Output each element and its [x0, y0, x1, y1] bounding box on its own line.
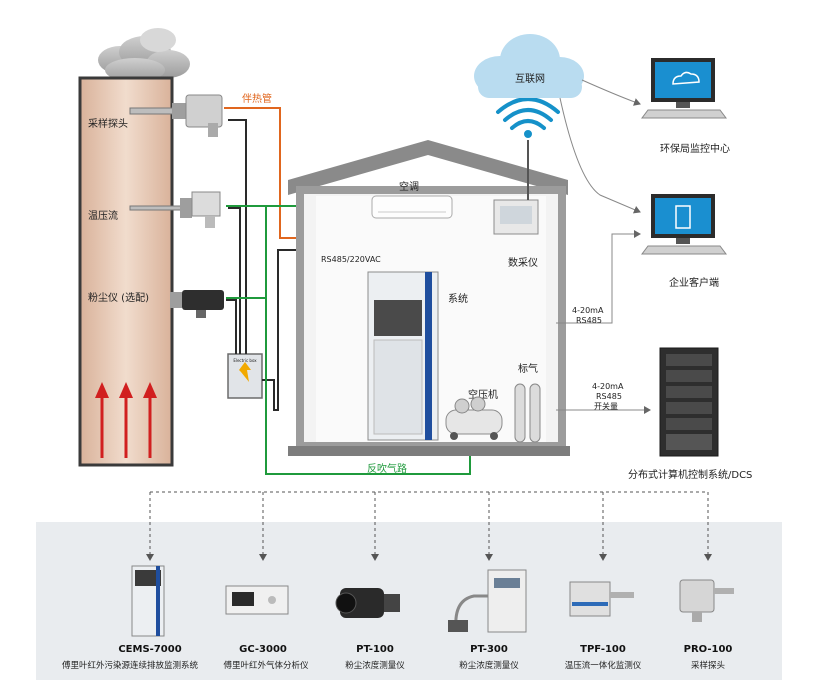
cems-cabinet [367, 271, 439, 441]
internet-label: 互联网 [515, 73, 545, 85]
dust-meter-device [170, 290, 224, 318]
daq-device [493, 140, 539, 235]
product-desc: 采样探头 [691, 660, 726, 671]
product-desc: 粉尘浓度测量仪 [459, 660, 519, 671]
product-labels: CEMS-7000 傅里叶红外污染源连续排放监测系统 GC-3000 傅里叶红外… [62, 644, 732, 671]
temp-pressure-flow-label: 温压流 [88, 209, 118, 222]
link1-line-a: 4-20mA [572, 306, 604, 315]
electric-box: Electric box [227, 353, 263, 399]
std-gas-label: 标气 [518, 362, 538, 375]
link2-line-a: 4-20mA [592, 382, 624, 391]
link1-line-b: RS485 [576, 316, 602, 325]
product-image-tpf100 [569, 581, 634, 617]
probe-label: 采样探头 [88, 117, 128, 130]
enterprise-monitor [641, 194, 727, 255]
product-image-pt300 [448, 569, 527, 633]
network-links [556, 79, 651, 414]
product-desc: 粉尘浓度测量仪 [345, 660, 405, 671]
link2-line-b: RS485 [596, 392, 622, 401]
product-name: GC-3000 [239, 644, 287, 655]
product-connector-drops [146, 522, 712, 561]
product-name: CEMS-7000 [118, 644, 181, 655]
epa-monitor [641, 58, 727, 119]
electric-box-label: Electric box [233, 358, 257, 363]
product-desc: 傅里叶红外污染源连续排放监测系统 [62, 660, 199, 671]
aircon-unit [371, 195, 453, 219]
product-desc: 傅里叶红外气体分析仪 [223, 660, 309, 671]
product-name: PRO-100 [684, 644, 733, 655]
system-label: 系统 [448, 292, 468, 305]
cloud-icon [474, 34, 584, 98]
dcs-label: 分布式计算机控制系统/DCS [628, 468, 752, 481]
product-name: PT-100 [356, 644, 394, 655]
link2-line-c: 开关量 [594, 401, 618, 411]
product-desc: 温压流一体化监测仪 [565, 660, 642, 671]
product-image-gc3000 [225, 585, 289, 615]
product-name: TPF-100 [580, 644, 626, 655]
enterprise-client-label: 企业客户端 [669, 276, 719, 289]
dcs-rack [659, 347, 719, 457]
sampling-probe-device [129, 94, 223, 137]
wifi-icon [496, 97, 560, 138]
product-image-pt100 [335, 588, 400, 618]
compressor-device [445, 396, 503, 440]
tpf-device [129, 191, 221, 228]
epa-center-label: 环保局监控中心 [660, 142, 730, 155]
std-gas-cylinders [514, 383, 541, 443]
product-image-cems7000 [131, 565, 165, 637]
daq-label: 数采仪 [508, 256, 538, 269]
product-name: PT-300 [470, 644, 508, 655]
aircon-label: 空调 [399, 180, 419, 193]
dust-meter-label: 粉尘仪 (选配) [88, 291, 149, 304]
product-image-pro100 [679, 579, 734, 622]
smoke-cloud [98, 28, 190, 82]
backflush-label: 反吹气路 [367, 462, 407, 475]
rs485-220vac-label: RS485/220VAC [321, 255, 381, 264]
heat-tube-label: 伴热管 [242, 92, 272, 105]
upflow-arrows [95, 382, 157, 458]
